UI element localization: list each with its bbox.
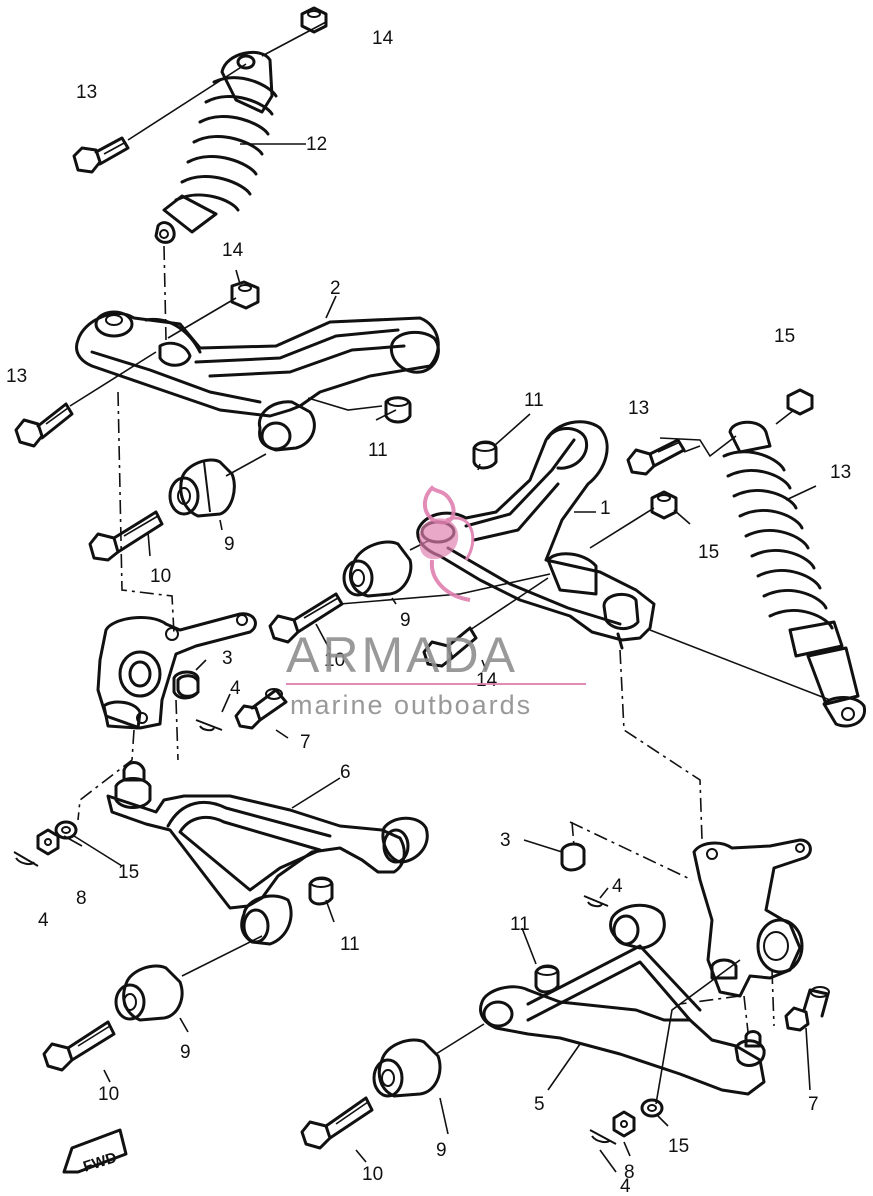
callout-10: 10: [362, 1164, 383, 1185]
right-nut-8: [612, 1110, 636, 1138]
upper-arm-right-bolt-13: [422, 626, 478, 668]
callout-15: 15: [118, 862, 139, 883]
lower-arm-left-bolt-10: [42, 1020, 116, 1072]
callout-7: 7: [300, 732, 311, 753]
callout-numbers: 14 13 12 14 2 13 11 9 10 11 13 15 13 1 1…: [6, 28, 851, 1196]
callout-9: 9: [180, 1042, 191, 1063]
upper-arm-left-bushing-9: [168, 458, 236, 518]
callout-10: 10: [150, 566, 171, 587]
upper-arm-left-nut-11: [384, 396, 412, 424]
callout-4: 4: [38, 910, 49, 931]
upper-arm-left-nut-14: [230, 280, 260, 310]
callout-11: 11: [368, 440, 388, 461]
callout-9: 9: [224, 534, 235, 555]
right-washer-15: [640, 1098, 664, 1118]
callout-3: 3: [500, 830, 511, 851]
assembly-lines: [77, 245, 775, 1033]
callout-2: 2: [330, 278, 341, 299]
left-bolt-7: [234, 688, 288, 730]
callout-14: 15: [698, 542, 719, 563]
callout-10: 10: [324, 650, 345, 671]
lower-arm-right: [479, 903, 766, 1096]
callout-15: 15: [668, 1136, 689, 1157]
forward-direction-arrow: FWD: [62, 1128, 128, 1176]
callout-4: 4: [612, 876, 623, 897]
armada-watermark: ARMADA marine outboards: [286, 485, 586, 720]
upper-arm-left-bolt-10: [88, 510, 164, 562]
right-castle-nut-3: [560, 842, 586, 872]
right-shock-top-nut: [786, 388, 814, 416]
callout-4: 4: [230, 678, 241, 699]
lower-arm-left-bushing-9: [114, 964, 184, 1022]
lower-arm-right-nut-11: [534, 964, 560, 994]
callout-13: 13: [628, 398, 649, 419]
callout-13: 14: [476, 670, 498, 691]
callout-14: 15: [774, 326, 795, 347]
left-cotter-pin-4: [195, 719, 223, 732]
right-steering-knuckle: [692, 838, 812, 998]
callout-14: 14: [222, 240, 244, 261]
lower-arm-left: [106, 761, 429, 946]
left-castle-nut-3: [172, 670, 200, 700]
callout-5: 5: [534, 1094, 545, 1115]
left-nut-8: [36, 828, 60, 856]
lower-arm-right-bushing-9: [372, 1038, 442, 1098]
upper-arm-left-bolt-13: [14, 402, 74, 448]
callout-10: 10: [98, 1084, 119, 1105]
lower-arm-left-nut-11: [308, 876, 334, 906]
left-shock-absorber: [154, 50, 278, 244]
watermark-brand: ARMADA: [286, 627, 518, 683]
upper-arm-right-nut-11: [472, 440, 498, 470]
callout-14: 14: [372, 28, 394, 49]
callout-11: 11: [340, 934, 360, 955]
left-shock-top-bolt: [72, 136, 130, 174]
callout-6: 6: [340, 762, 351, 783]
armada-logo-icon: [419, 485, 475, 602]
callout-11: 11: [510, 914, 530, 935]
left-steering-knuckle: [96, 612, 257, 730]
upper-arm-right: [416, 420, 656, 650]
callout-9: 9: [436, 1140, 447, 1161]
leader-lines: [63, 21, 831, 1173]
upper-arm-left: [75, 310, 440, 452]
right-cotter-pin-lower: [589, 1129, 617, 1145]
callout-13: 13: [76, 82, 97, 103]
fwd-label: FWD: [81, 1149, 119, 1176]
watermark-tagline: marine outboards: [290, 690, 532, 720]
right-cotter-pin-4: [583, 895, 609, 908]
upper-arm-right-bolt-10: [268, 592, 344, 644]
right-shock-top-bolt: [626, 438, 686, 476]
upper-arm-right-bushing-9: [342, 540, 413, 598]
left-shock-top-nut: [300, 6, 328, 34]
lower-arm-right-bolt-10: [300, 1096, 374, 1150]
callout-13: 13: [6, 366, 27, 387]
right-bolt-7: [784, 986, 830, 1032]
left-washer-15: [54, 820, 78, 840]
callout-9: 9: [400, 610, 411, 631]
callout-8: 8: [624, 1162, 635, 1183]
callout-8: 8: [76, 888, 87, 909]
callout-4: 4: [620, 1176, 631, 1196]
left-cotter-pin-lower: [13, 851, 39, 867]
right-shock-absorber: [722, 420, 867, 728]
callout-1: 1: [600, 498, 611, 519]
callout-11: 11: [524, 390, 544, 411]
callout-3: 3: [222, 648, 233, 669]
callout-12: 12: [306, 134, 327, 155]
upper-arm-right-nut-14: [650, 490, 678, 520]
callout-7: 7: [808, 1094, 819, 1115]
callout-12: 13: [830, 462, 851, 483]
